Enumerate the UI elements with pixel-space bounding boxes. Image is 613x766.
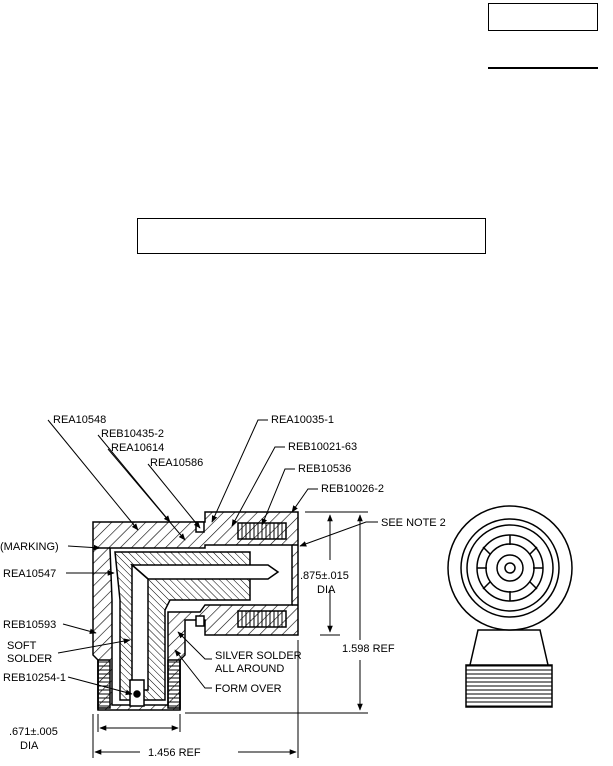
dim-875-unit: DIA: [317, 584, 336, 596]
section-view: [92, 511, 299, 711]
callout-rea10547: REA10547: [3, 568, 56, 580]
callout-silver-solder: SILVER SOLDER: [215, 650, 302, 662]
header-box: [488, 3, 598, 31]
lower-thread-right: [167, 659, 181, 709]
end-view: [447, 505, 573, 708]
washer-top: [195, 521, 205, 533]
callout-labels: REA10548 REB10435-2 REA10614 REA10586 RE…: [0, 414, 446, 695]
header-rule: [488, 67, 598, 69]
dimension-labels: .875±.015 DIA 1.598 REF .671±.005 DIA 1.…: [9, 570, 395, 759]
callout-soft: SOFT: [7, 640, 37, 652]
nut-thread-top: [237, 522, 287, 540]
dim-1598: 1.598 REF: [342, 643, 395, 655]
callout-reb10026-2: REB10026-2: [321, 483, 384, 495]
caption-box: [137, 218, 486, 254]
washer-bottom: [195, 615, 205, 627]
center-contact-h: [130, 564, 280, 580]
callout-rea10035-1: REA10035-1: [271, 414, 334, 426]
dim-671-unit: DIA: [20, 740, 39, 752]
end-view-neck: [469, 629, 549, 666]
callout-solder: SOLDER: [7, 653, 52, 665]
dim-1456: 1.456 REF: [148, 747, 201, 759]
end-view-thread: [465, 664, 553, 708]
callout-rea10586: REA10586: [150, 457, 203, 469]
end-view-nut: [447, 505, 573, 631]
callout-form-over: FORM OVER: [215, 683, 282, 695]
callout-reb10021-63: REB10021-63: [288, 441, 357, 453]
callout-rea10548: REA10548: [53, 414, 106, 426]
lower-thread-left: [97, 659, 111, 709]
dimension-lines: [92, 511, 368, 758]
callout-rea10614: REA10614: [111, 442, 164, 454]
center-contact-v: [131, 563, 149, 691]
leader-lines: [47, 419, 378, 696]
nut-thread-bottom: [237, 610, 287, 628]
dim-875: .875±.015: [300, 570, 349, 582]
dim-671: .671±.005: [9, 726, 58, 738]
callout-reb10536: REB10536: [298, 463, 351, 475]
callout-reb10254-1: REB10254-1: [3, 672, 66, 684]
callout-reb10435-2: REB10435-2: [101, 428, 164, 440]
callout-all-around: ALL AROUND: [215, 663, 284, 675]
callout-see-note-2: SEE NOTE 2: [381, 517, 446, 529]
callout-reb10593: REB10593: [3, 619, 56, 631]
callout-marking: (MARKING): [0, 541, 59, 553]
